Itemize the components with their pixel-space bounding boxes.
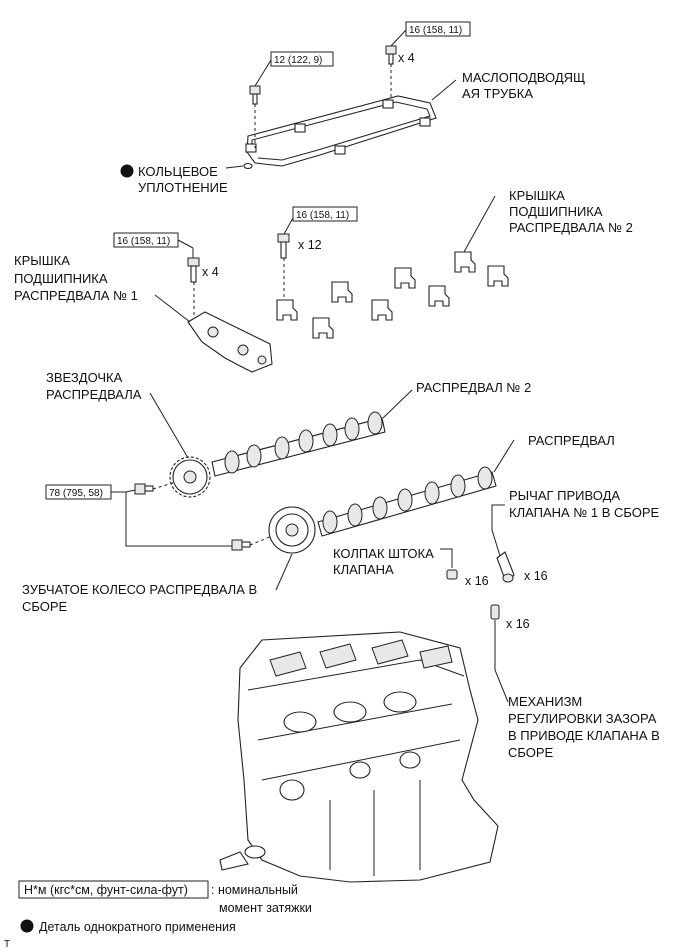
cap1-label-2: ПОДШИПНИКА (14, 271, 108, 286)
timing-gear-leader (275, 553, 293, 591)
timing-gear-label: ЗУБЧАТОЕ КОЛЕСО РАСПРЕДВАЛА В (22, 582, 257, 597)
oil-delivery-pipe (245, 95, 437, 167)
cap1-label: КРЫШКА (14, 253, 70, 268)
cap2-label-3: РАСПРЕДВАЛА № 2 (509, 220, 633, 235)
camshaft-leader (493, 439, 515, 473)
camshaft-label: РАСПРЕДВАЛ (528, 433, 615, 448)
gear-torque-leader-2 (125, 489, 136, 493)
lash-adjuster-label-2: РЕГУЛИРОВКИ ЗАЗОРА (508, 711, 657, 726)
lash-adjuster-label: МЕХАНИЗМ (508, 694, 582, 709)
rocker-arm-label: РЫЧАГ ПРИВОДА (509, 488, 620, 503)
non-reusable-marker-legend (20, 919, 34, 933)
o-ring (243, 162, 253, 170)
svg-text:16 (158, 11): 16 (158, 11) (409, 25, 462, 36)
cap1-leader (154, 294, 191, 323)
gear-bolt-lower (231, 539, 251, 551)
corner-mark: T (4, 939, 10, 950)
non-reusable-legend: Деталь однократного применения (20, 919, 236, 934)
cap1-label-3: РАСПРЕДВАЛА № 1 (14, 288, 138, 303)
torque-legend-unit: Н*м (кгс*см, фунт-сила-фут) (24, 883, 188, 897)
cap2-bolts-qty: x 12 (298, 238, 322, 252)
cap1-bolt (187, 257, 200, 283)
oil-pipe-bolt-b (385, 45, 397, 65)
valve-rocker-arm (496, 551, 515, 583)
camshaft-timing-gear (268, 506, 316, 554)
rocker-arm-leader (491, 504, 505, 557)
sprocket-label: ЗВЕЗДОЧКА (46, 370, 123, 385)
rocker-arms-qty: x 16 (524, 569, 548, 583)
gear-bolt-upper (134, 483, 154, 495)
oil-pipe-label-2: АЯ ТРУБКА (462, 86, 533, 101)
cap1-torque-connector (177, 239, 194, 249)
lash-adjuster-label-4: СБОРЕ (508, 745, 554, 760)
o-ring-leader (225, 165, 244, 169)
stem-cap-label: КОЛПАК ШТОКА (333, 546, 434, 561)
cap2-bolt (277, 233, 290, 259)
non-reusable-legend-text: Деталь однократного применения (39, 920, 236, 934)
valve-stem-cap (446, 569, 458, 580)
lash-adjuster-leader (494, 620, 509, 703)
bearing-cap-no1 (187, 311, 273, 373)
cap2-label-2: ПОДШИПНИКА (509, 204, 603, 219)
camshaft-no2 (211, 411, 386, 477)
rocker-arm-label-2: КЛАПАНА № 1 В СБОРЕ (509, 505, 660, 520)
sprocket-label-2: РАСПРЕДВАЛА (46, 387, 142, 402)
stem-cap-label-2: КЛАПАНА (333, 562, 394, 577)
cap2-label: КРЫШКА (509, 188, 565, 203)
oil-pipe-bolt-a-leader (254, 59, 272, 87)
cap2-bolt-leader (283, 217, 294, 235)
camshaft-no2-leader (382, 389, 413, 419)
svg-text:78 (795, 58): 78 (795, 58) (49, 488, 103, 499)
torque-legend-desc-2: момент затяжки (219, 901, 312, 915)
sprocket-leader (149, 392, 189, 459)
oil-pipe-leader (431, 79, 457, 101)
torque-box-gear: 78 (795, 58) (45, 484, 112, 500)
svg-text:16 (158, 11): 16 (158, 11) (117, 236, 170, 247)
timing-gear-label-2: СБОРЕ (22, 599, 68, 614)
gear-torque-leader (111, 491, 232, 547)
torque-legend: Н*м (кгс*см, фунт-сила-фут) : номинальны… (18, 880, 312, 915)
oil-pipe-bolt-b-leader (390, 29, 407, 47)
camshaft (317, 466, 497, 537)
cap2-leader (463, 195, 496, 253)
torque-box-cap2: 16 (158, 11) (292, 206, 358, 222)
torque-legend-desc: : номинальный (211, 883, 298, 897)
camshaft-sprocket (169, 456, 211, 498)
bearing-cap-no2-set (276, 251, 509, 339)
torque-box-oil-pipe-a: 12 (122, 9) (270, 51, 334, 67)
torque-box-oil-pipe-b: 16 (158, 11) (405, 21, 471, 37)
stem-cap-leader (440, 548, 453, 568)
oil-pipe-bolts-qty: x 4 (398, 51, 415, 65)
lash-adjusters-qty: x 16 (506, 617, 530, 631)
cap1-bolts-qty: x 4 (202, 265, 219, 279)
gear-bolt-upper-axis (152, 481, 177, 490)
o-ring-label: КОЛЬЦЕВОЕ (138, 164, 218, 179)
oil-pipe-label: МАСЛОПОДВОДЯЩ (462, 70, 585, 85)
svg-text:16 (158, 11): 16 (158, 11) (296, 210, 349, 221)
stem-caps-qty: x 16 (465, 574, 489, 588)
lash-adjuster-label-3: В ПРИВОДЕ КЛАПАНА В (508, 728, 660, 743)
lash-adjuster (490, 604, 500, 620)
camshaft-no2-label: РАСПРЕДВАЛ № 2 (416, 380, 531, 395)
gear-bolt-lower-axis (249, 535, 273, 546)
oil-pipe-bolt-a (249, 85, 261, 105)
svg-text:12 (122, 9): 12 (122, 9) (274, 55, 322, 66)
torque-box-cap1: 16 (158, 11) (113, 232, 179, 248)
engine-block (219, 631, 499, 883)
o-ring-label-2: УПЛОТНЕНИЕ (138, 180, 228, 195)
non-reusable-marker-o-ring (120, 164, 134, 178)
